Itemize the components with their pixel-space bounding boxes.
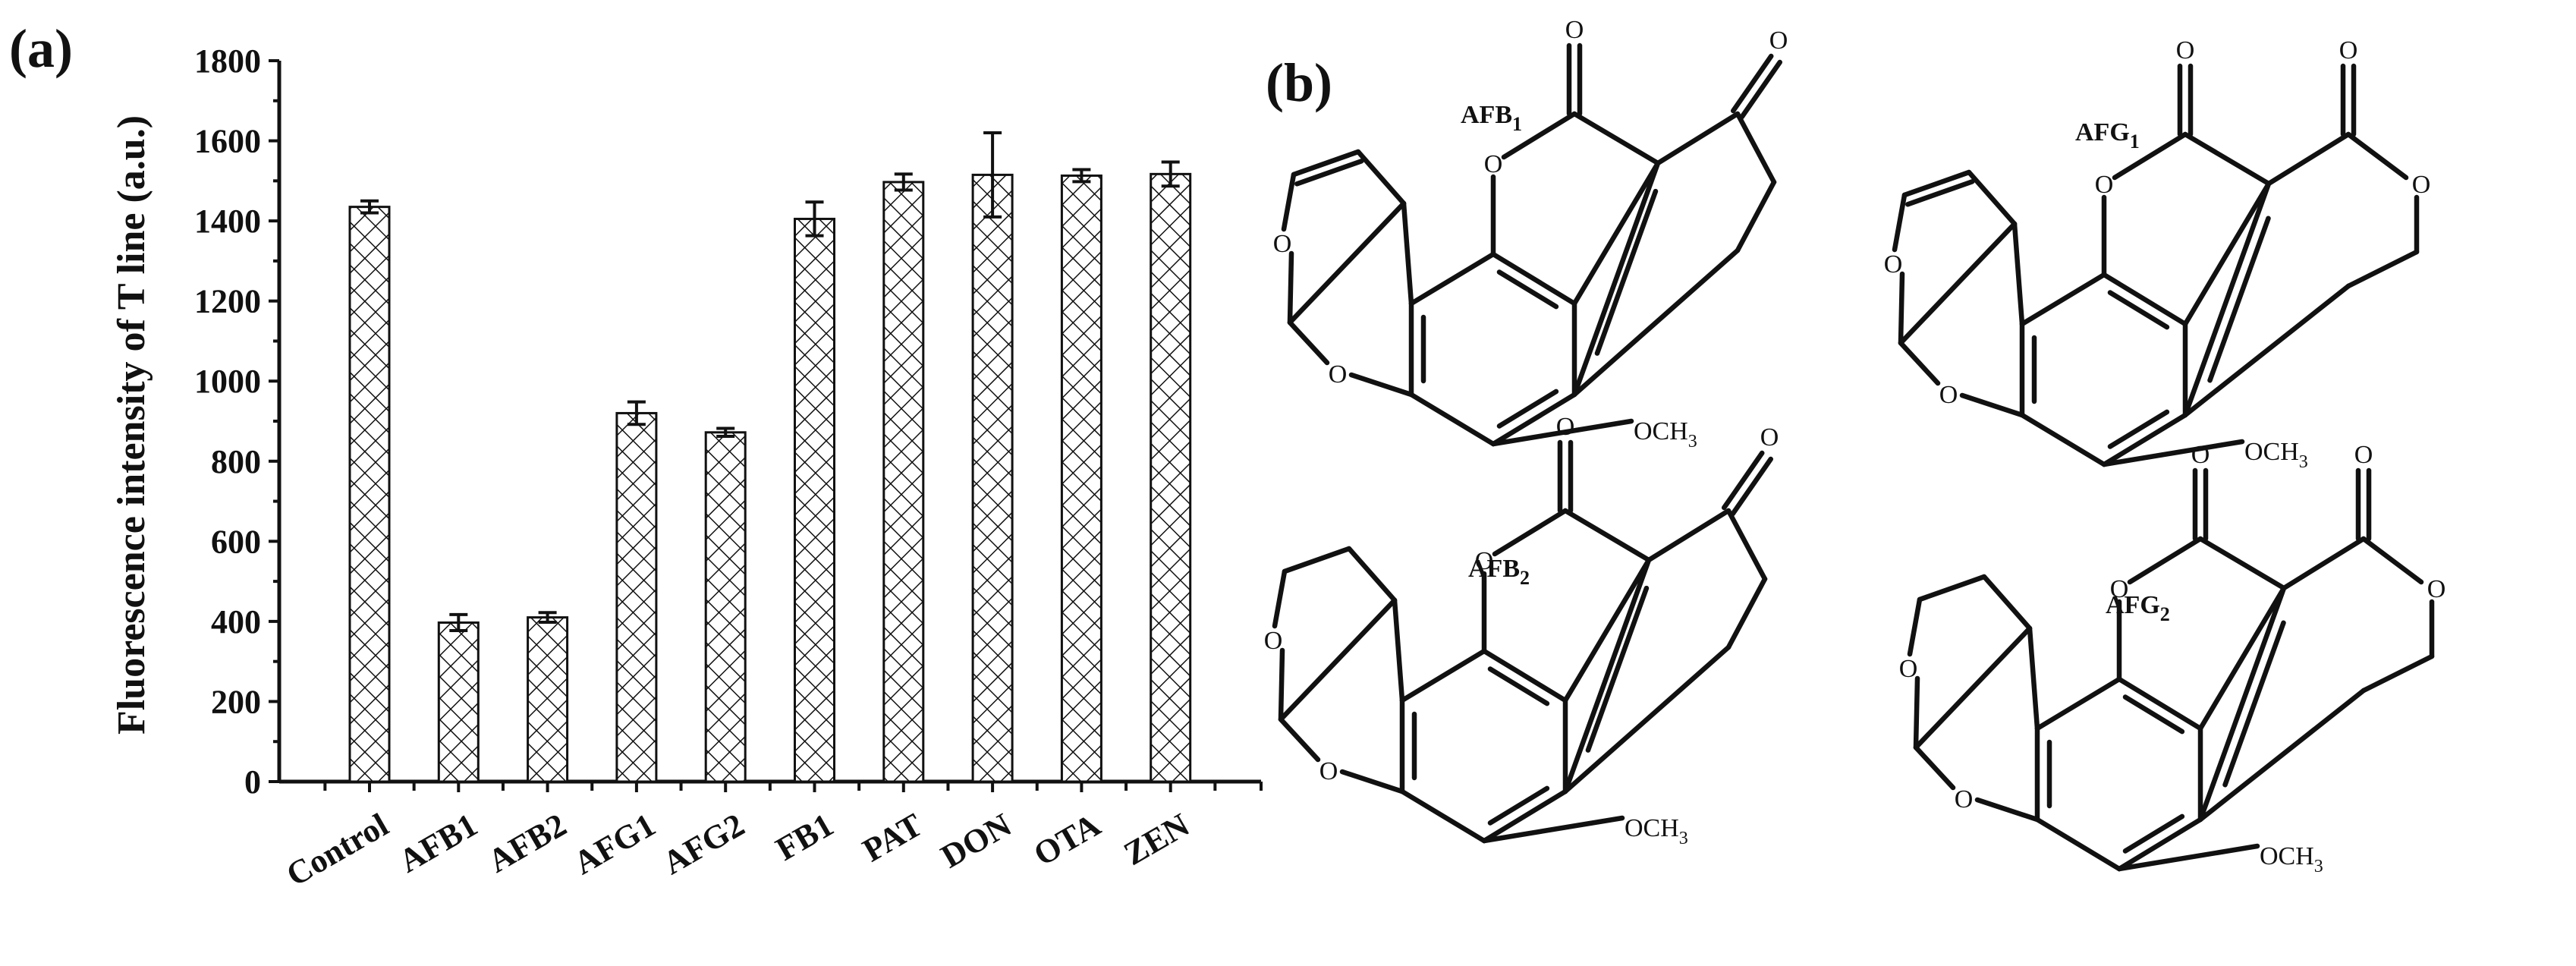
atom-label: O bbox=[1899, 655, 1918, 683]
error-bar-afg1 bbox=[627, 400, 646, 426]
error-bar-afb2 bbox=[538, 611, 557, 624]
atom-label: O bbox=[1769, 27, 1788, 55]
x-tick-label: FB1 bbox=[769, 806, 839, 868]
x-tick-label: Control bbox=[280, 806, 395, 893]
compound-name: AFB2 bbox=[1468, 555, 1530, 589]
y-tick-label: 200 bbox=[211, 683, 261, 720]
atom-label: O bbox=[1273, 230, 1292, 258]
y-tick-label: 1200 bbox=[194, 283, 261, 320]
methoxy-label: OCH3 bbox=[1634, 417, 1697, 452]
error-bar-ota bbox=[1072, 168, 1091, 184]
y-tick-label: 1000 bbox=[194, 363, 261, 400]
atom-label: O bbox=[1556, 413, 1575, 441]
atom-label: O bbox=[1884, 250, 1903, 278]
bar-zen bbox=[1150, 172, 1192, 783]
bar-afg2 bbox=[704, 431, 747, 783]
structure-afb1: O O O OCH3 O O AFB1 bbox=[1273, 16, 1788, 452]
x-tick-label: AFG2 bbox=[656, 806, 750, 882]
atom-label: O bbox=[2339, 36, 2358, 65]
compound-name: AFG2 bbox=[2106, 591, 2170, 625]
y-tick-label: 1800 bbox=[194, 42, 261, 80]
x-tick-label: AFB2 bbox=[482, 806, 573, 879]
atom-label: O bbox=[2176, 36, 2195, 65]
atom-label: O bbox=[1484, 150, 1503, 178]
error-bar-don bbox=[983, 131, 1002, 219]
bar-chart: Fluorescence intensity of T line (a.u.) … bbox=[110, 42, 1263, 894]
atom-label: O bbox=[2412, 171, 2431, 199]
panel-a-label: (a) bbox=[9, 18, 73, 79]
error-bars bbox=[360, 131, 1180, 633]
compound-name: AFG1 bbox=[2075, 118, 2140, 153]
bar-afg1 bbox=[615, 411, 658, 783]
x-tick-label: AFB1 bbox=[393, 806, 484, 879]
x-tick-label: DON bbox=[935, 806, 1018, 875]
atom-label: O bbox=[2191, 441, 2210, 469]
y-axis-title: Fluorescence intensity of T line (a.u.) bbox=[110, 115, 153, 735]
atom-label: O bbox=[1319, 757, 1338, 785]
atom-label: O bbox=[1329, 360, 1348, 389]
atom-label: O bbox=[2110, 575, 2129, 603]
y-tick-label: 800 bbox=[211, 443, 261, 480]
y-tick-label: 1600 bbox=[194, 123, 261, 160]
atom-label: O bbox=[2354, 441, 2373, 469]
y-tick-label: 600 bbox=[211, 523, 261, 560]
atom-label: O bbox=[1939, 381, 1958, 409]
atom-label: O bbox=[1264, 627, 1283, 655]
structure-afg1: O O O O OCH3 O O AFG1 bbox=[1884, 36, 2431, 472]
x-tick-label: PAT bbox=[857, 806, 929, 869]
bar-don bbox=[971, 173, 1014, 783]
bar-ota bbox=[1060, 174, 1102, 783]
error-bar-zen bbox=[1161, 160, 1180, 188]
atom-label: O bbox=[2427, 575, 2446, 603]
x-tick-label: OTA bbox=[1027, 806, 1106, 873]
bar-afb2 bbox=[527, 616, 569, 783]
y-axis: 0 200 400 600 800 1000 1200 1400 1600 1800 bbox=[194, 42, 282, 801]
x-tick-label: AFG1 bbox=[568, 806, 662, 882]
atom-label: O bbox=[1475, 547, 1494, 575]
y-tick-label: 1400 bbox=[194, 203, 261, 240]
compound-name: AFB1 bbox=[1461, 101, 1522, 135]
x-tick-label: ZEN bbox=[1118, 806, 1196, 873]
methoxy-label: OCH3 bbox=[1625, 814, 1688, 848]
bar-fb1 bbox=[794, 217, 835, 783]
error-bar-pat bbox=[894, 172, 913, 192]
bars bbox=[348, 172, 1192, 783]
methoxy-label: OCH3 bbox=[2260, 842, 2323, 876]
error-bar-afg2 bbox=[716, 426, 735, 439]
bar-afb1 bbox=[437, 621, 480, 783]
error-bar-control bbox=[360, 199, 379, 215]
atom-label: O bbox=[1760, 423, 1779, 452]
error-bar-afb1 bbox=[449, 612, 468, 633]
y-tick-label: 400 bbox=[211, 603, 261, 640]
atom-label: O bbox=[1565, 16, 1584, 44]
bar-pat bbox=[882, 181, 925, 783]
atom-label: O bbox=[1955, 785, 1974, 813]
methoxy-label: OCH3 bbox=[2244, 438, 2308, 472]
y-tick-label: 0 bbox=[244, 763, 261, 801]
error-bar-fb1 bbox=[805, 200, 824, 238]
bar-control bbox=[348, 206, 391, 783]
atom-label: O bbox=[2095, 171, 2114, 199]
panel-b-label: (b) bbox=[1266, 52, 1332, 113]
